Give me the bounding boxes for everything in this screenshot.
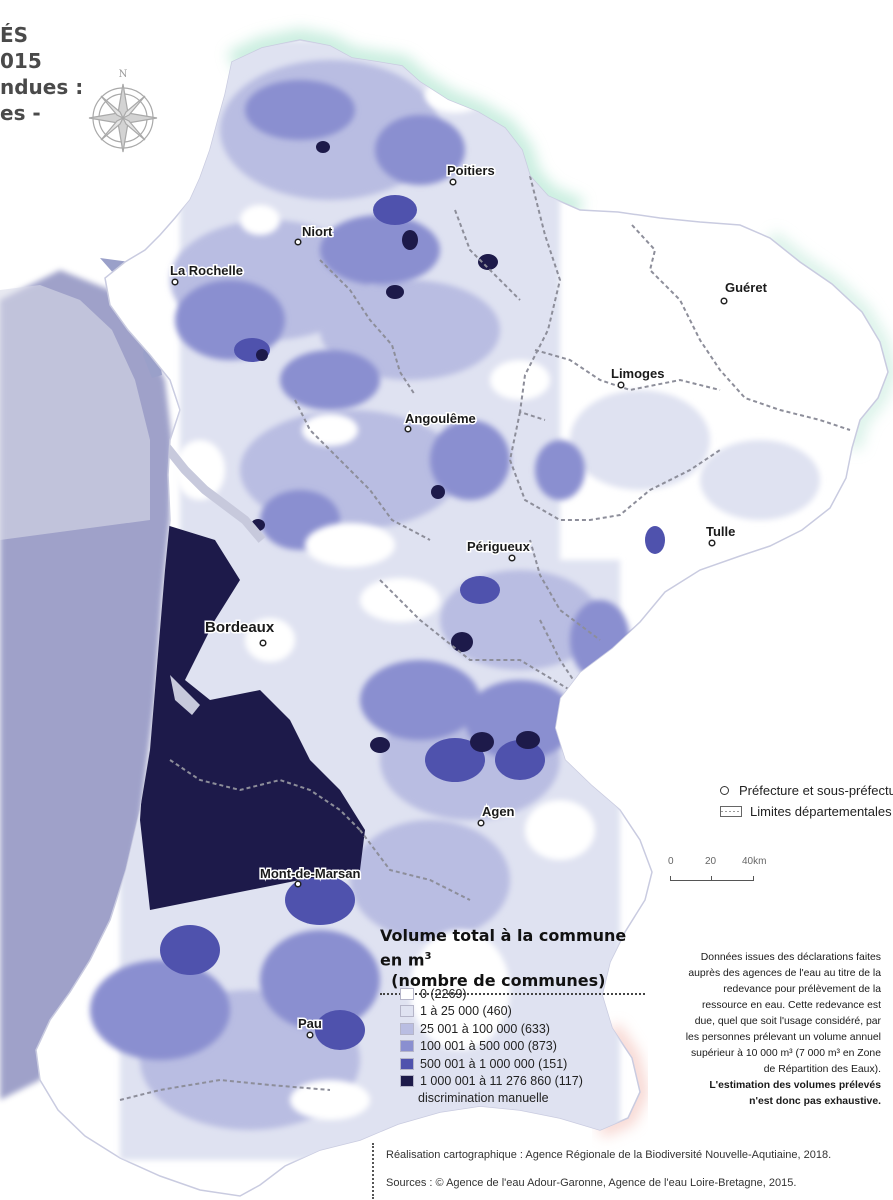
legend-prefecture: Préfecture et sous-préfectures [720, 780, 893, 801]
ocean-shore [0, 285, 150, 540]
prefecture-marker-icon [720, 786, 729, 795]
city-markers [171, 178, 728, 1039]
legend-class: 1 à 25 000 (460) [400, 1003, 583, 1021]
scale-bar: 0 20 40km [668, 856, 778, 896]
city-label-pau: Pau [298, 1016, 322, 1031]
city-label-mont-de-marsan: Mont-de-Marsan [260, 866, 360, 881]
department-boundary-icon [720, 806, 742, 817]
legend-title-tail: (nombre de communes) [380, 971, 606, 991]
scale-label: 20 [705, 856, 717, 867]
compass-rose-icon: N [88, 69, 158, 153]
legend-class-label: 100 001 à 500 000 (873) [420, 1039, 557, 1054]
title-line: es - [0, 101, 41, 125]
legend-swatch [400, 1005, 414, 1018]
legend-swatch [400, 987, 414, 1000]
legend-departments: Limites départementales [720, 801, 893, 822]
city-label-angouleme: Angoulême [405, 411, 476, 426]
credits: Réalisation cartographique : Agence Régi… [372, 1143, 831, 1199]
legend-swatch [400, 1057, 414, 1070]
arcachon-basin [170, 675, 200, 715]
legend-class-label: 0 (2269) [420, 986, 467, 1001]
legend-manual-note: discrimination manuelle [418, 1091, 549, 1105]
scale-label: 0 [668, 856, 674, 867]
legend-class-label: 1 à 25 000 (460) [420, 1004, 512, 1019]
scale-label: 40km [742, 856, 767, 867]
legend-title-line2: en m [380, 950, 425, 970]
legend-departments-label: Limites départementales [750, 804, 892, 819]
credit-line: Réalisation cartographique : Agence Régi… [386, 1149, 832, 1161]
data-note-text: Données issues des déclarations faites a… [685, 952, 881, 1075]
city-label-gueret: Guéret [725, 280, 768, 295]
legend-swatch [400, 1040, 414, 1053]
legend-swatch [400, 1075, 414, 1088]
city-label-limoges: Limoges [611, 366, 664, 381]
data-note-bold: L'estimation des volumes prélevés n'est … [709, 1080, 881, 1107]
title-line: ndues : [0, 75, 84, 99]
city-label-bordeaux: Bordeaux [205, 619, 275, 636]
legend-class-label: 500 001 à 1 000 000 (151) [420, 1056, 568, 1071]
title-line: ÉS [0, 23, 29, 47]
legend-prefecture-label: Préfecture et sous-préfectures [739, 783, 893, 798]
city-label-niort: Niort [302, 224, 333, 239]
legend-title-line1: Volume total à la commune [380, 926, 627, 945]
scale-tick [711, 876, 712, 881]
data-note: Données issues des déclarations faites a… [683, 950, 881, 1110]
credit-line: Sources : © Agence de l'eau Adour-Garonn… [386, 1177, 797, 1189]
scale-line [670, 876, 754, 881]
legend-class: 0 (2269) [400, 985, 583, 1003]
svg-text:N: N [119, 69, 128, 80]
legend-class: 500 001 à 1 000 000 (151) [400, 1055, 583, 1073]
map-title: ÉS 015 ndues : es - [0, 22, 90, 126]
city-label-perigueux: Périgueux [467, 539, 531, 554]
legend-swatch [400, 1022, 414, 1035]
city-label-poitiers: Poitiers [447, 163, 495, 178]
legend-title-sup: 3 [424, 951, 432, 962]
legend-class-label: 25 001 à 100 000 (633) [420, 1021, 550, 1036]
legend-class: 25 001 à 100 000 (633) [400, 1020, 583, 1038]
legend-classes: 0 (2269) 1 à 25 000 (460) 25 001 à 100 0… [400, 985, 583, 1090]
legend-title: Volume total à la commune en m3 (nombre … [380, 925, 645, 996]
symbol-legend: Préfecture et sous-préfectures Limites d… [720, 780, 893, 822]
title-line: 015 [0, 49, 42, 73]
legend-class: 1 000 001 à 11 276 860 (117) [400, 1073, 583, 1091]
legend-class: 100 001 à 500 000 (873) [400, 1038, 583, 1056]
gironde-estuary [161, 442, 266, 543]
city-label-la-rochelle: La Rochelle [170, 263, 243, 278]
legend-class-label: 1 000 001 à 11 276 860 (117) [420, 1074, 583, 1089]
city-label-agen: Agen [482, 804, 515, 819]
city-label-tulle: Tulle [706, 524, 735, 539]
